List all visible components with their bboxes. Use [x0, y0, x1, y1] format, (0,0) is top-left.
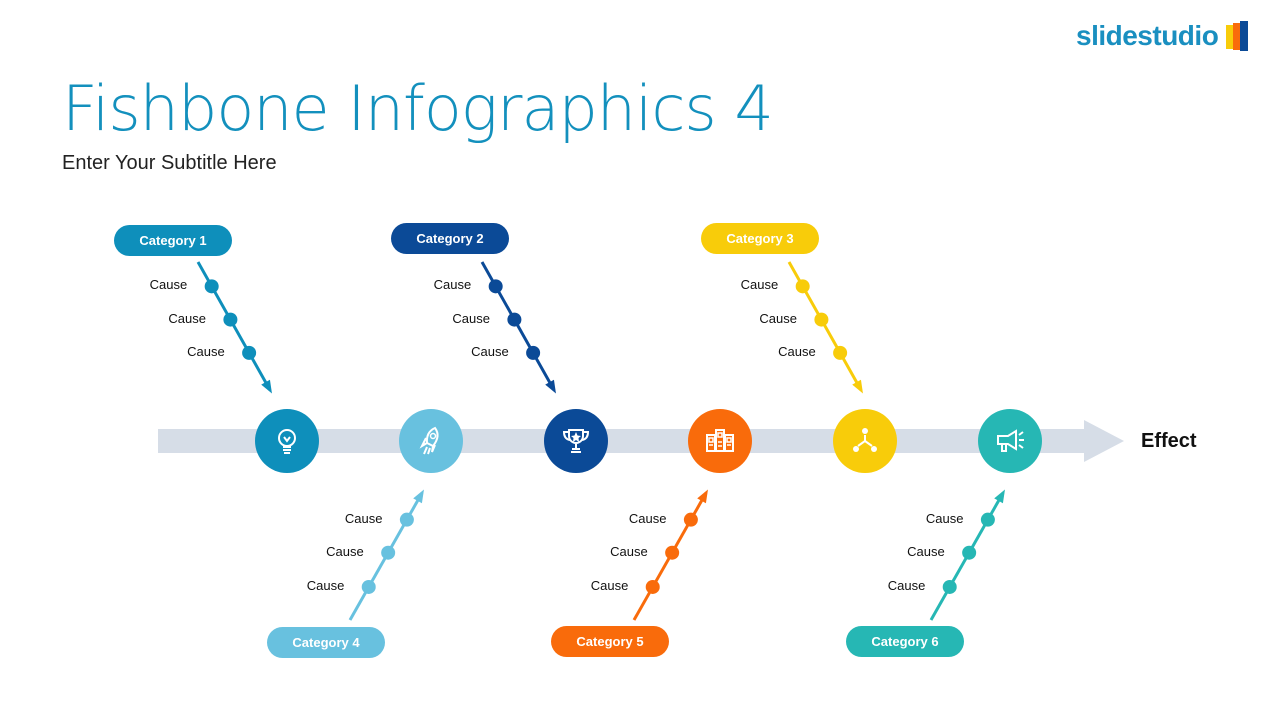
category-5-node [688, 409, 752, 473]
effect-label: Effect [1141, 430, 1197, 452]
cause-dot [795, 279, 810, 294]
arrowhead-icon [697, 489, 708, 504]
cause-label: Cause [452, 310, 490, 326]
cause-dot [833, 345, 848, 360]
lightbulb-icon [278, 429, 296, 454]
cause-dot [223, 312, 238, 327]
rocket-icon [419, 426, 439, 455]
cause-label: Cause [187, 343, 225, 359]
cause-label: Cause [887, 577, 926, 593]
cause-dot [962, 545, 977, 560]
cause-label: Cause [590, 577, 629, 593]
category-2-pill: Category 2 [391, 223, 509, 254]
category-3-pill: Category 3 [701, 223, 819, 254]
page-title: Fishbone Infographics 4 [62, 72, 774, 145]
logo: slidestudio [1076, 20, 1219, 51]
category-4-node [399, 409, 463, 473]
cause-label: Cause [168, 310, 206, 326]
arrowhead-icon [413, 489, 424, 504]
category-5-pill: Category 5 [551, 626, 669, 657]
category-1-pill: Category 1 [114, 225, 232, 256]
network-icon [853, 428, 877, 452]
page-subtitle: Enter Your Subtitle Here [62, 152, 277, 174]
spine-arrowhead [1084, 420, 1124, 462]
arrowhead-icon [261, 379, 272, 394]
cause-label: Cause [610, 543, 648, 559]
cause-dot [381, 545, 396, 560]
cause-label: Cause [907, 543, 945, 559]
category-4-pill: Category 4 [267, 627, 385, 658]
cause-dot [683, 512, 698, 527]
category-6-node [978, 409, 1042, 473]
cause-label: Cause [326, 543, 364, 559]
category-2-node [544, 409, 608, 473]
cause-label: Cause [778, 343, 816, 359]
cause-label: Cause [433, 277, 472, 293]
cause-label: Cause [925, 510, 964, 526]
cause-dot [488, 279, 503, 294]
trophy-icon [562, 429, 590, 453]
cause-dot [645, 579, 660, 594]
cause-dot [507, 312, 522, 327]
cause-label: Cause [344, 510, 383, 526]
logo-mark-icon [1226, 21, 1248, 51]
cause-dot [361, 579, 376, 594]
cause-label: Cause [149, 277, 188, 293]
cause-dot [665, 545, 680, 560]
cause-dot [526, 345, 541, 360]
category-1-node [255, 409, 319, 473]
category-3-node [833, 409, 897, 473]
cause-dot [814, 312, 829, 327]
cause-label: Cause [759, 310, 797, 326]
cause-label: Cause [628, 510, 667, 526]
arrowhead-icon [545, 379, 556, 394]
cause-dot [399, 512, 414, 527]
cause-label: Cause [740, 277, 779, 293]
arrowhead-icon [994, 489, 1005, 504]
cause-dot [204, 279, 219, 294]
buildings-icon [706, 429, 734, 452]
category-6-pill: Category 6 [846, 626, 964, 657]
arrowhead-icon [852, 379, 863, 394]
cause-dot [242, 345, 257, 360]
cause-dot [942, 579, 957, 594]
cause-label: Cause [306, 577, 345, 593]
cause-dot [980, 512, 995, 527]
megaphone-icon [997, 429, 1024, 452]
cause-label: Cause [471, 343, 509, 359]
